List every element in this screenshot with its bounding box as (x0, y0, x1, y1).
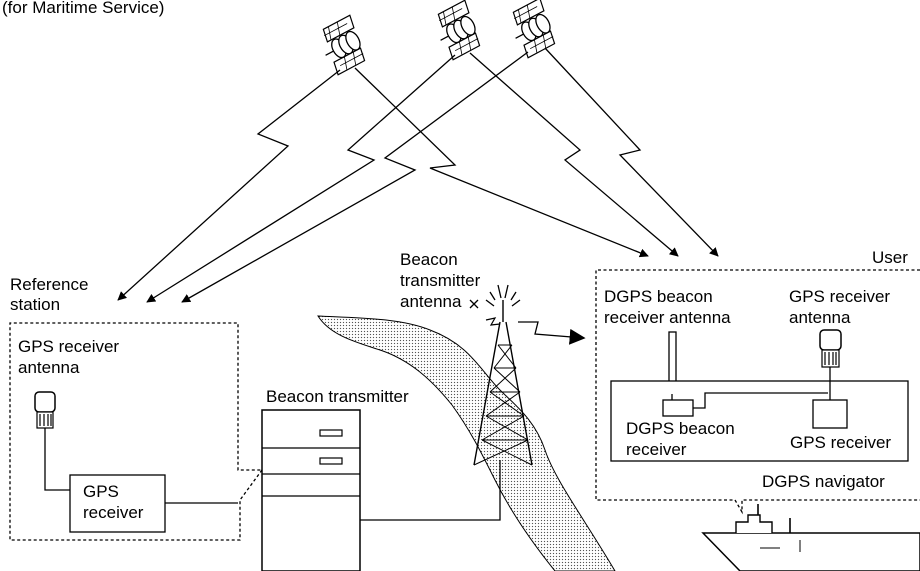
signal-sat2-to-reference (146, 54, 456, 303)
user-gps-antenna (819, 329, 842, 368)
signal-sat1-to-reference (117, 69, 341, 301)
dgps-navigator-box (610, 380, 909, 462)
user-gps-receiver-label: GPS receiver (790, 433, 891, 452)
beacon-tower (473, 284, 533, 466)
dgps-beacon-antenna-label-2: receiver antenna (604, 308, 731, 327)
beacon-rx-to-gps-rx (693, 392, 828, 409)
beacon-antenna-label-3: antenna (400, 292, 462, 311)
diagram-title: (for Maritime Service) (2, 0, 164, 17)
dgps-navigator-label: DGPS navigator (762, 472, 885, 491)
antenna-label-pointer (469, 299, 479, 309)
dgps-beacon-antenna-label: DGPS beacon (604, 287, 713, 306)
satellite-3 (512, 0, 556, 59)
ref-receiver-label: GPS (83, 482, 119, 501)
user-gps-receiver-box (812, 399, 848, 429)
dgps-beacon-receiver-label-2: receiver (626, 440, 687, 459)
beacon-transmitter-cabinet (261, 409, 361, 571)
reference-station-boundary (9, 322, 263, 541)
beacon-transmitter-label: Beacon transmitter (266, 387, 409, 406)
user-label: User (872, 248, 908, 267)
dgps-beacon-receiver-box (662, 399, 694, 417)
dgps-beacon-receiver-label: DGPS beacon (626, 419, 735, 438)
signal-sat3-to-reference (181, 51, 529, 303)
signal-sat3-to-user (544, 47, 719, 257)
ref-antenna-label-2: antenna (18, 358, 80, 377)
beacon-antenna-label-2: transmitter (400, 271, 481, 290)
user-gps-antenna-label: GPS receiver (789, 287, 890, 306)
signal-sat2-to-user (469, 52, 679, 257)
satellite-1 (322, 14, 366, 76)
signal-sat1-to-user (354, 67, 649, 258)
beacon-antenna-label: Beacon (400, 250, 458, 269)
ref-receiver-label-2: receiver (83, 503, 144, 522)
satellite-2 (437, 0, 481, 61)
reference-station-label: Reference (10, 275, 88, 294)
coastline (317, 315, 616, 571)
ref-gps-antenna (34, 391, 56, 429)
user-boundary (595, 269, 920, 515)
ref-antenna-label: GPS receiver (18, 337, 119, 356)
reference-station-label-2: station (10, 295, 60, 314)
user-gps-antenna-label-2: antenna (789, 308, 851, 327)
beacon-broadcast-arrow (518, 321, 586, 345)
transmitter-to-tower-cable (360, 460, 501, 521)
ship (701, 504, 920, 571)
ref-gps-receiver-box (69, 474, 166, 533)
ref-antenna-cable (44, 428, 70, 491)
